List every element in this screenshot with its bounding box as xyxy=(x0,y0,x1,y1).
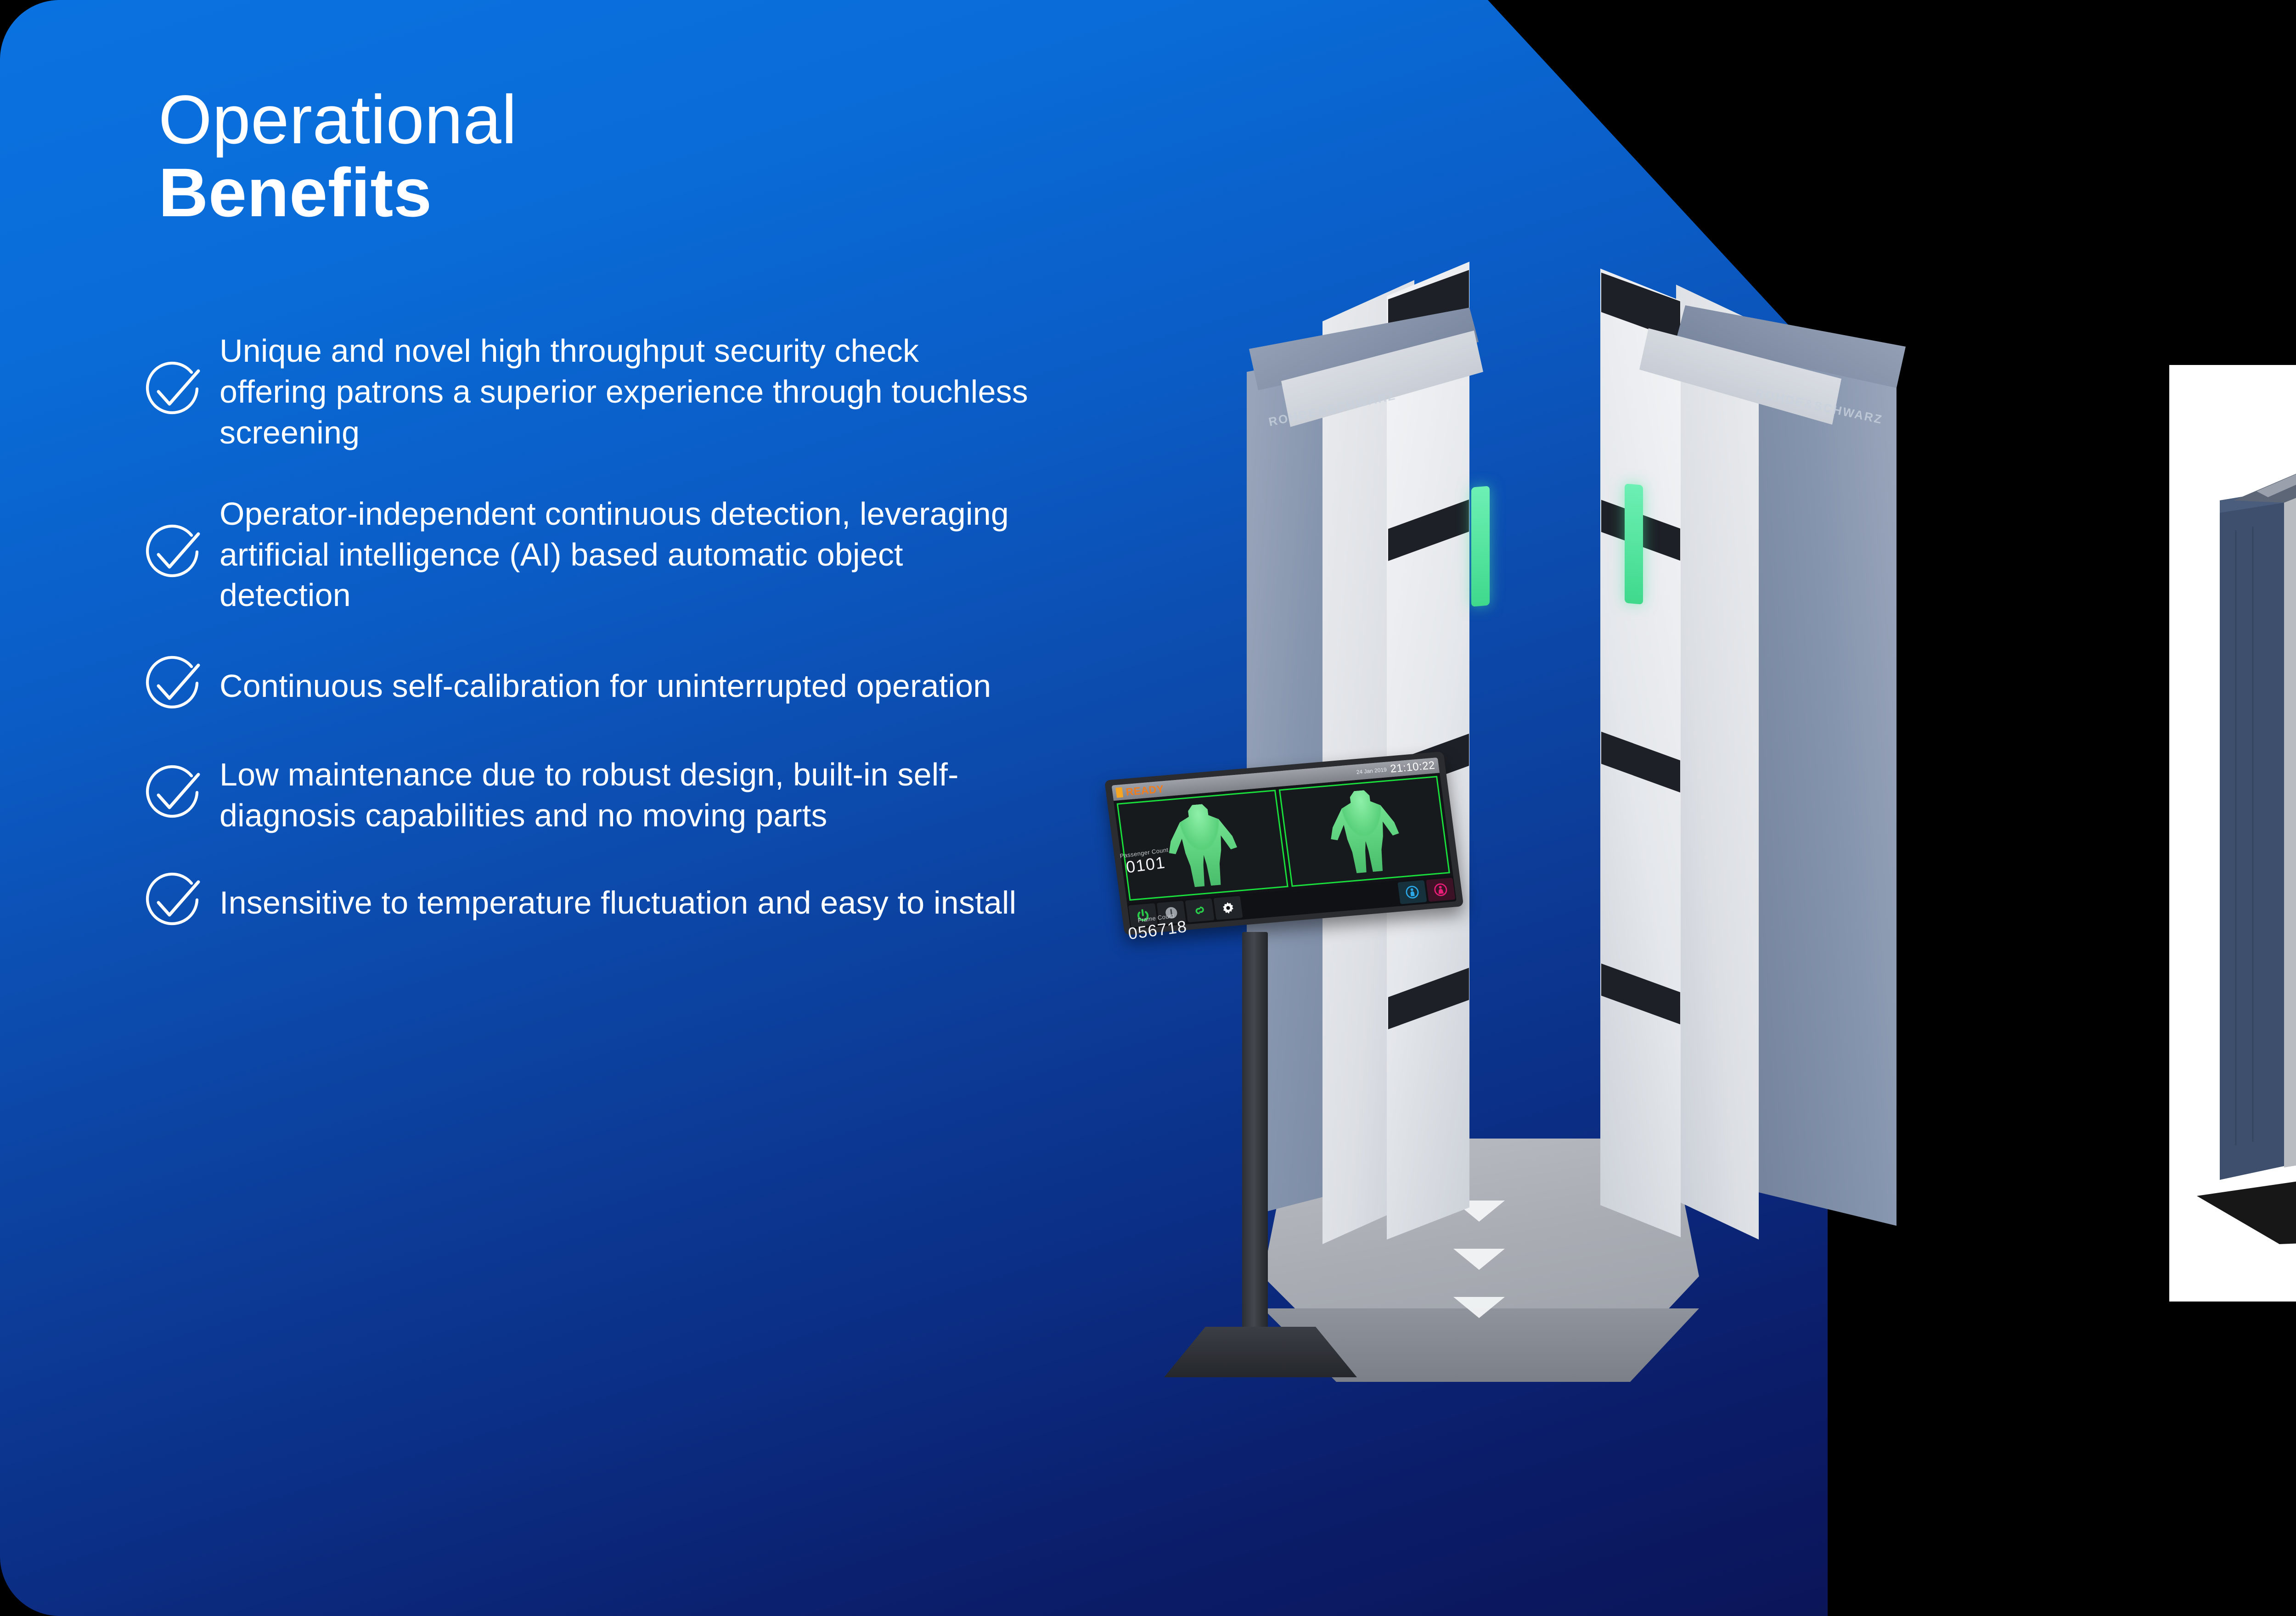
male-profile-button[interactable] xyxy=(1397,880,1427,904)
list-item-label: Unique and novel high throughput securit… xyxy=(219,333,1028,450)
check-circle-icon xyxy=(138,868,207,937)
list-item: Unique and novel high throughput securit… xyxy=(138,331,1033,453)
operator-screen: READY 24 Jan 2019 21:10:22 xyxy=(1111,757,1457,929)
screen-toolbar xyxy=(1127,875,1457,929)
list-item-label: Continuous self-calibration for uninterr… xyxy=(219,668,991,704)
list-item-label: Insensitive to temperature fluctuation a… xyxy=(219,884,1017,920)
check-circle-icon xyxy=(138,357,207,426)
scan-pane-front[interactable] xyxy=(1116,790,1289,901)
alert-button[interactable] xyxy=(1156,901,1186,925)
scan-pane-back[interactable] xyxy=(1278,775,1450,887)
body-scan-figure-front xyxy=(1157,801,1249,889)
body-scan-figure-back xyxy=(1318,787,1410,875)
cutaway-diagram-inset xyxy=(2169,365,2296,1302)
list-item: Low maintenance due to robust design, bu… xyxy=(138,754,1033,836)
status-time: 21:10:22 xyxy=(1389,759,1436,775)
female-profile-button[interactable] xyxy=(1426,877,1456,902)
kiosk-stand-pole xyxy=(1242,932,1268,1345)
list-item-label: Low maintenance due to robust design, bu… xyxy=(219,757,959,834)
list-item: Insensitive to temperature fluctuation a… xyxy=(138,868,1033,937)
operator-console-kiosk: READY 24 Jan 2019 21:10:22 xyxy=(1104,751,1464,1442)
status-date: 24 Jan 2019 xyxy=(1356,766,1387,775)
scanner-right-pillar-inner-white xyxy=(1676,285,1759,1240)
check-circle-icon xyxy=(138,761,207,830)
check-circle-icon xyxy=(138,651,207,720)
power-button[interactable] xyxy=(1128,903,1158,927)
floor-arrow-icon xyxy=(1453,1249,1505,1270)
scanner-right-pillar xyxy=(1745,340,1896,1226)
operator-monitor: READY 24 Jan 2019 21:10:22 xyxy=(1104,751,1464,936)
title-line-1: Operational xyxy=(158,81,517,158)
status-led-right xyxy=(1625,483,1643,605)
list-item-label: Operator-independent continuous detectio… xyxy=(219,495,1009,613)
kiosk-stand-base xyxy=(1164,1327,1357,1377)
list-item: Continuous self-calibration for uninterr… xyxy=(138,651,1033,720)
link-button[interactable] xyxy=(1185,898,1215,923)
title-line-2: Benefits xyxy=(158,154,432,231)
product-photo-scanner: ROHDE&SCHWARZ ROHDE&SCHWARZ READY 24 Jan… xyxy=(1065,193,1906,1570)
status-indicator-icon xyxy=(1115,787,1124,798)
status-badge: READY xyxy=(1125,782,1165,798)
floor-arrow-icon xyxy=(1453,1297,1505,1318)
list-item: Operator-independent continuous detectio… xyxy=(138,494,1033,616)
gear-button[interactable] xyxy=(1213,896,1243,920)
check-circle-icon xyxy=(138,520,207,589)
cutaway-diagram-svg xyxy=(2169,365,2296,1302)
benefits-list: Unique and novel high throughput securit… xyxy=(138,331,1033,966)
page-title: Operational Benefits xyxy=(158,85,939,231)
status-led-left xyxy=(1471,486,1490,607)
